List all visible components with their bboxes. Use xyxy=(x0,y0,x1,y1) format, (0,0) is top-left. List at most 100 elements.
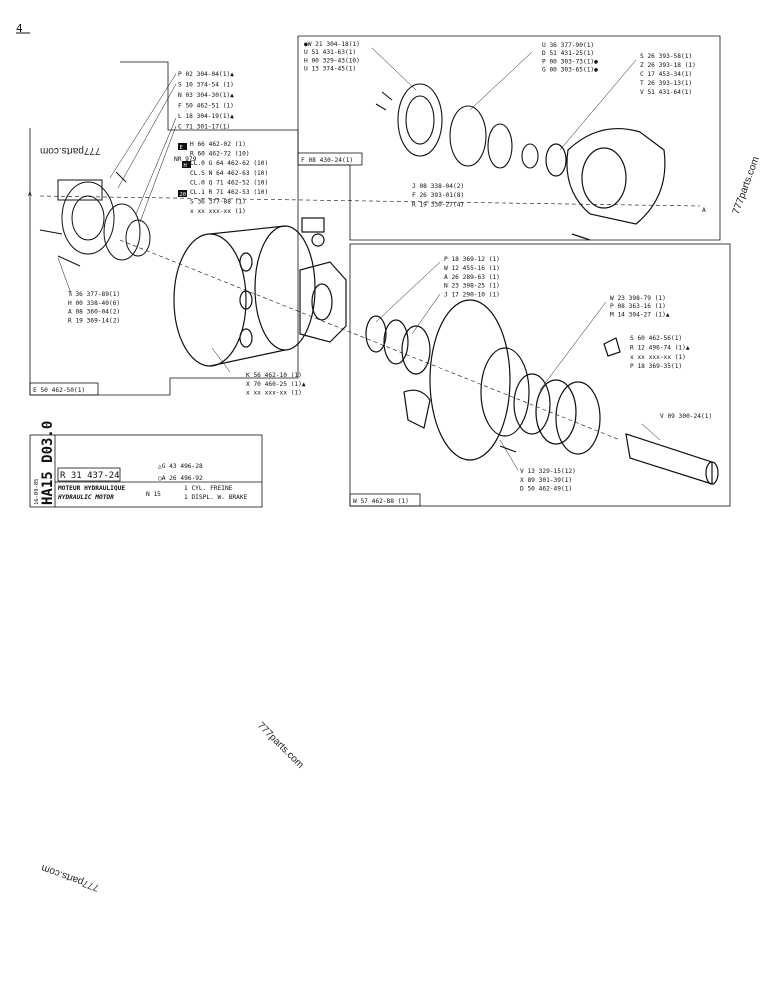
top-panel-code: F 08 430-24(1) xyxy=(301,157,353,164)
cylinder-block-front xyxy=(173,233,247,367)
gear-housing-group xyxy=(545,127,666,241)
leader-line xyxy=(559,59,637,151)
hub-assembly-group xyxy=(365,299,719,485)
taper-bearing xyxy=(401,325,431,375)
left-panel-code-box xyxy=(29,382,99,396)
callout-top-left: L 18 304-19(1)▲ xyxy=(178,113,234,120)
callout-right-box-side: S 60 462-56(1) xyxy=(630,335,682,342)
callout-center-bottom: X 70 460-25 (1)▲ xyxy=(246,381,306,388)
title-block: HA15 D03.0 16-09-85 R 31 437-24 △G 43 49… xyxy=(29,421,263,508)
cylinder-block-top-edge xyxy=(209,225,286,235)
callout-bottom-left: H 00 338-40(6) xyxy=(68,300,120,307)
bolt-left-1 xyxy=(39,229,63,235)
callout-top-center: H 00 329-43(10) xyxy=(304,57,360,64)
bearing-race xyxy=(383,319,409,365)
callout-middle-top: x xx xxx-xx (1) xyxy=(190,208,246,215)
retaining-ring xyxy=(365,315,387,353)
motor-housing-flange xyxy=(57,179,103,201)
part-number: R 31 437-24 xyxy=(60,471,120,481)
callout-right-box-side: x xx xxx-xx (1) xyxy=(630,354,686,361)
callout-top-left: P 02 304-04(1)▲ xyxy=(178,71,234,78)
leader-line xyxy=(469,51,533,111)
motor-housing-left-group xyxy=(39,171,151,267)
cylinder-port-1 xyxy=(239,252,253,272)
callout-right-box-bottom: V 13 329-15(12) xyxy=(520,468,576,475)
title-french: MOTEUR HYDRAULIQUE xyxy=(58,485,125,492)
cylinder-block-group xyxy=(173,217,347,367)
leader-line xyxy=(211,347,231,373)
alt-part-2: ○A 26 496-92 xyxy=(158,475,203,482)
plug-left xyxy=(115,171,127,183)
callout-right-box-left: J 17 290-10 (1) xyxy=(444,292,500,299)
right-panel-border xyxy=(349,243,731,507)
callout-top-right-bottom: J 08 338-04(2) xyxy=(412,183,464,190)
hub-seal xyxy=(535,379,577,445)
leader-line xyxy=(411,293,441,335)
cylinder-port-3 xyxy=(239,328,253,348)
callout-bottom-left: A 08 360-04(2) xyxy=(68,309,120,316)
axis-marker-right: A xyxy=(702,207,706,214)
title-block-border xyxy=(29,434,263,508)
callout-top-left: S 10 374-54 (1) xyxy=(178,82,234,89)
output-shaft-spline xyxy=(705,461,719,485)
bearing-left xyxy=(125,219,151,257)
hub-bolt xyxy=(499,445,517,453)
brake-disc xyxy=(449,105,487,167)
top-panel-code-box xyxy=(297,152,363,166)
side-date: 16-09-85 xyxy=(34,479,40,506)
cylinder-block-bottom-edge xyxy=(209,349,286,367)
motor-housing-left xyxy=(61,181,115,255)
callout-top-center: U 51 431-63(1) xyxy=(304,49,356,56)
thrust-shim xyxy=(403,389,431,429)
callout-right-box-left: P 18 369-12 (1) xyxy=(444,256,500,263)
callout-middle-top: H 66 462-02 (1) xyxy=(190,141,246,148)
callout-top-right: C 17 453-34(1) xyxy=(640,71,692,78)
cylinder-port-2 xyxy=(239,290,253,310)
callout-middle-top: CL.1 R 71 462-53 (10) xyxy=(190,189,268,196)
variant-english: 1 DISPL. W. BRAKE xyxy=(184,494,248,501)
leader-lines xyxy=(57,47,661,471)
callout-top-center-right: G 00 303-65(1)● xyxy=(542,67,598,74)
callout-middle-top: CL.0 G 64 462-62 (10) xyxy=(190,160,268,167)
box-label: 20 xyxy=(180,192,187,198)
callout-top-center: ●W 21 304-18(1) xyxy=(304,41,360,48)
leader-line xyxy=(139,125,177,223)
callout-right-box-right: P 08 363-16 (1) xyxy=(610,303,666,310)
callout-middle-top: S 36 377-88 (1) xyxy=(190,199,246,206)
bolt-left-2 xyxy=(57,255,81,267)
callout-top-right-bottom: F 26 393-01(8) xyxy=(412,192,464,199)
callout-top-right: Z 26 393-18 (1) xyxy=(640,62,696,69)
cylinder-block-back xyxy=(254,225,316,351)
callout-middle-top: CL.0 Q 71 462-52 (10) xyxy=(190,179,268,186)
box-label-bg xyxy=(178,143,187,150)
screw-top-2 xyxy=(375,103,387,111)
callout-middle-top: R 60 462-72 (10) xyxy=(190,151,250,158)
callout-top-left: C 71 301-17(1) xyxy=(178,124,230,131)
leader-line xyxy=(641,423,661,441)
callout-top-left: F 50 462-51 (1) xyxy=(178,103,234,110)
box-label: H xyxy=(184,163,187,169)
title-english: HYDRAULIC MOTOR xyxy=(57,494,114,501)
cam-ring xyxy=(299,261,347,343)
alt-part-1: △G 43 496-28 xyxy=(158,463,203,470)
callout-top-center-right: U 36 377-90(1) xyxy=(542,42,594,49)
leader-line xyxy=(57,257,73,297)
corner-mark: 4 xyxy=(16,22,23,35)
callout-bottom-left: R 19 369-14(2) xyxy=(68,317,120,324)
right-panel-code: W 57 462-88 (1) xyxy=(353,498,409,505)
leader-line xyxy=(539,301,607,391)
brake-housing xyxy=(397,83,443,157)
wheel-hub-body xyxy=(480,347,530,437)
callout-top-left: N 03 304-30(1)▲ xyxy=(178,92,234,99)
valve-fitting xyxy=(301,217,325,233)
brake-housing-inner xyxy=(405,95,435,145)
callout-top-center-right: D 51 431-25(1) xyxy=(542,50,594,57)
side-code: HA15 D03.0 xyxy=(40,421,56,505)
callout-top-center-right: P 00 303-73(1)● xyxy=(542,58,598,65)
callout-shaft: V 09 300-24(1) xyxy=(660,413,712,420)
callout-right-box-side: P 18 369-35(1) xyxy=(630,363,682,370)
callout-right-box-left: N 23 398-25 (1) xyxy=(444,283,500,290)
callout-right-box-side: R 12 496-74 (1)▲ xyxy=(630,344,690,351)
